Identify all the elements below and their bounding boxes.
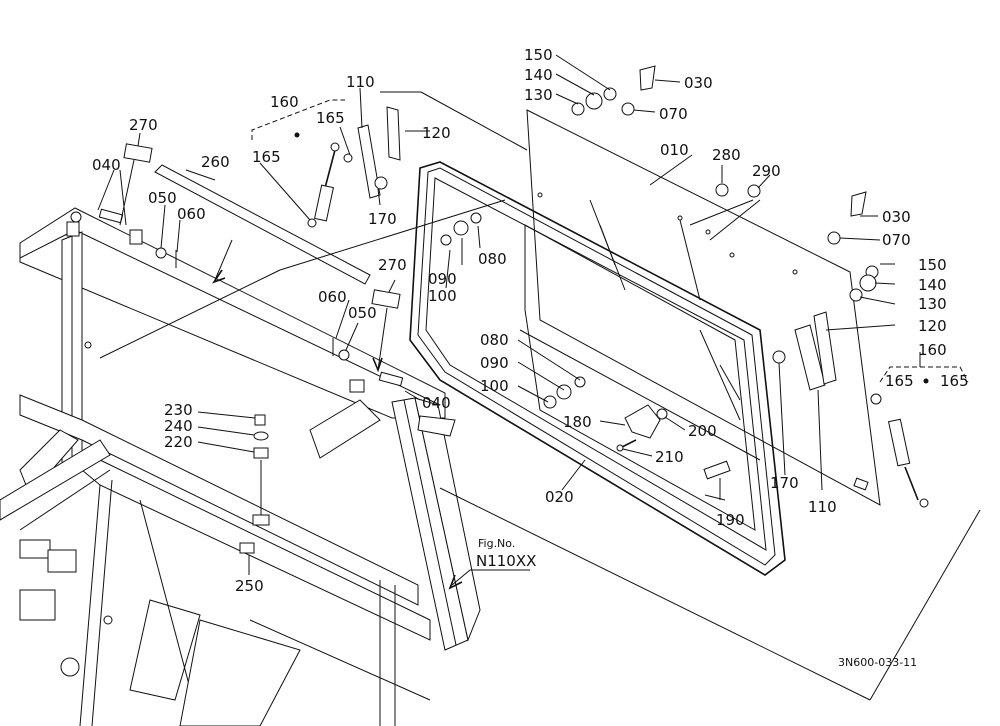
label-210: 210 (655, 448, 684, 466)
long-bar-260 (154, 164, 371, 285)
label-280: 280 (712, 146, 741, 164)
label-120: 120 (422, 124, 451, 142)
label-170: 170 (770, 474, 799, 492)
label-120: 120 (918, 317, 947, 335)
rear-glass-panel (526, 109, 881, 506)
label-100: 100 (428, 287, 457, 305)
label-100: 100 (480, 377, 509, 395)
label-090: 090 (428, 270, 457, 288)
label-165: 165 (252, 148, 281, 166)
label-130: 130 (524, 86, 553, 104)
label-030: 030 (882, 208, 911, 226)
window-seal (409, 161, 786, 576)
label-080: 080 (478, 250, 507, 268)
label-140: 140 (918, 276, 947, 294)
label-260: 260 (201, 153, 230, 171)
label-030: 030 (684, 74, 713, 92)
label-070: 070 (882, 231, 911, 249)
label-160: 160 (918, 341, 947, 359)
label-200: 200 (688, 422, 717, 440)
label-165: 165 (316, 109, 345, 127)
label-165: 165 (940, 372, 969, 390)
fig-ref-caption: Fig.No. (478, 537, 515, 550)
label-110: 110 (346, 73, 375, 91)
fig-ref-number: N110XX (476, 552, 536, 570)
cab-frame (0, 207, 481, 726)
small-parts (70, 65, 929, 554)
label-040: 040 (92, 156, 121, 174)
label-080: 080 (480, 331, 509, 349)
label-150: 150 (524, 46, 553, 64)
label-220: 220 (164, 433, 193, 451)
label-110: 110 (808, 498, 837, 516)
drawing-code: 3N600-033-11 (838, 656, 917, 669)
label-060: 060 (177, 205, 206, 223)
figure-reference: Fig.No. N110XX (476, 537, 536, 570)
label-050: 050 (348, 304, 377, 322)
label-270: 270 (378, 256, 407, 274)
label-090: 090 (480, 354, 509, 372)
label-240: 240 (164, 417, 193, 435)
label-130: 130 (918, 295, 947, 313)
part-number-labels: 150 140 130 030 070 110 160 165 165 120 … (92, 46, 969, 595)
label-150: 150 (918, 256, 947, 274)
label-050: 050 (148, 189, 177, 207)
label-270: 270 (129, 116, 158, 134)
group-dot (923, 378, 929, 384)
label-250: 250 (235, 577, 264, 595)
label-040: 040 (422, 394, 451, 412)
label-020: 020 (545, 488, 574, 506)
label-010: 010 (660, 141, 689, 159)
group-dot (294, 132, 300, 138)
label-290: 290 (752, 162, 781, 180)
label-165: 165 (885, 372, 914, 390)
label-140: 140 (524, 66, 553, 84)
leader-lines (97, 54, 981, 701)
label-190: 190 (716, 511, 745, 529)
label-230: 230 (164, 401, 193, 419)
label-180: 180 (563, 413, 592, 431)
label-060: 060 (318, 288, 347, 306)
label-070: 070 (659, 105, 688, 123)
label-170: 170 (368, 210, 397, 228)
label-160: 160 (270, 93, 299, 111)
